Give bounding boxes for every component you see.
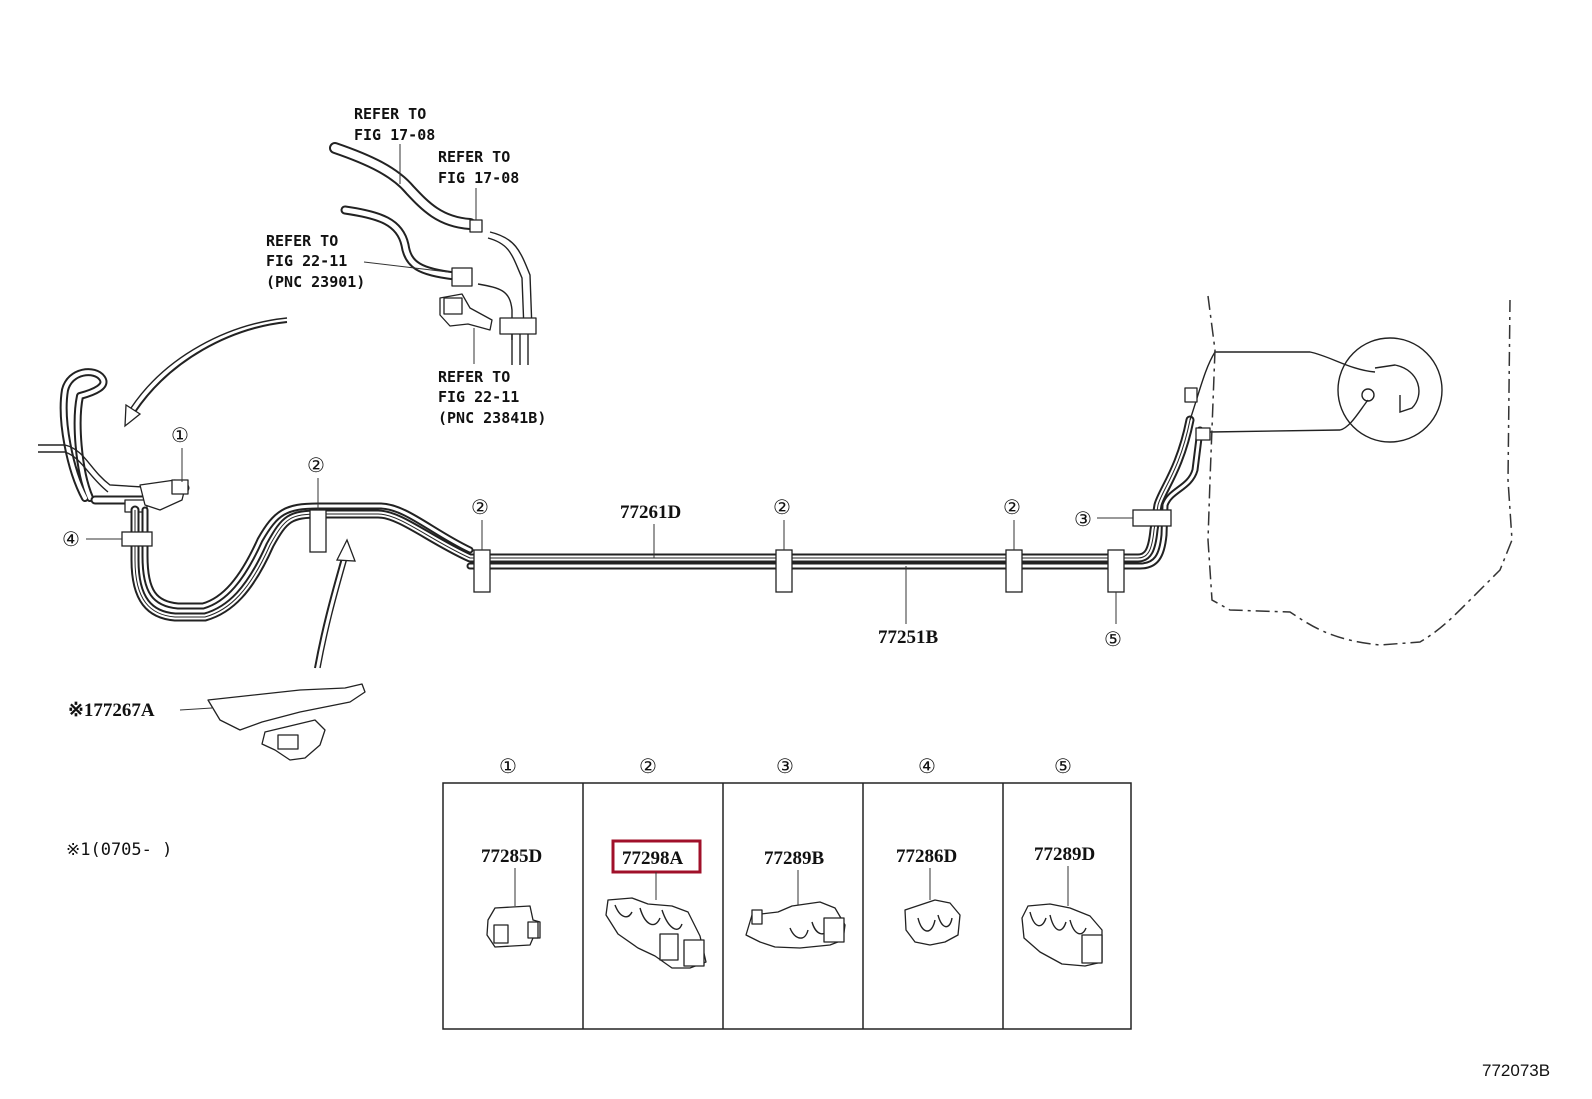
- clamp-2-icon: [775, 549, 793, 593]
- callout-3: ③: [1074, 509, 1092, 531]
- ref-label-fig17-a: REFER TO FIG 17-08: [354, 105, 435, 184]
- part-number-77285D[interactable]: 77285D: [481, 846, 542, 867]
- ref-label-fig17-b: REFER TO FIG 17-08: [438, 148, 519, 220]
- part-label-177267A: ※177267A: [68, 700, 155, 721]
- clamp-2-icon: [309, 509, 327, 553]
- clamp-2-icon: [473, 549, 491, 593]
- tube-callouts: ① ② ② ② ② ③ ④ ⑤: [62, 425, 1133, 651]
- callout-5: ⑤: [1104, 629, 1122, 651]
- ref-label-fig22-a: REFER TO FIG 22-11 (PNC 23901): [266, 232, 449, 291]
- callout-2: ②: [471, 497, 489, 519]
- callout-1: ①: [171, 425, 189, 447]
- arrow-icon: [124, 317, 288, 428]
- part-number-77286D[interactable]: 77286D: [896, 846, 957, 867]
- protector-part: ※177267A: [68, 683, 366, 761]
- clamp-2-icon: [1005, 549, 1023, 593]
- figure-id: 772073B: [1482, 1061, 1550, 1080]
- table-cell-2[interactable]: 77298A: [605, 839, 707, 969]
- ref-text-line: REFER TO: [354, 105, 426, 123]
- ref-text-line: REFER TO: [266, 232, 338, 250]
- hose-joint-icon: [469, 219, 483, 233]
- table-index-2: ②: [639, 756, 657, 778]
- part-number-77289B[interactable]: 77289B: [764, 848, 825, 869]
- table-index-1: ①: [499, 756, 517, 778]
- rear-wheel-outline: [1207, 295, 1513, 646]
- ref-text-line: FIG 22-11: [438, 388, 519, 406]
- ref-text-line: REFER TO: [438, 148, 510, 166]
- reference-hoses: [329, 142, 537, 365]
- tube-part-labels: 77261D 77251B: [620, 502, 939, 648]
- table-cell-4[interactable]: 77286D: [896, 846, 961, 946]
- table-index-5: ⑤: [1054, 756, 1072, 778]
- callout-2: ②: [1003, 497, 1021, 519]
- table-cell-3[interactable]: 77289B: [745, 848, 846, 949]
- ref-text-line: (PNC 23841B): [438, 409, 546, 427]
- left-pipe-assembly: [38, 368, 190, 513]
- table-cell-5[interactable]: 77289D: [1021, 844, 1103, 967]
- protector-icon: [207, 683, 366, 731]
- callout-2: ②: [307, 455, 325, 477]
- table-index-3: ③: [776, 756, 794, 778]
- part-number-77298A[interactable]: 77298A: [622, 848, 684, 869]
- ref-text-line: (PNC 23901): [266, 273, 365, 291]
- main-brake-tubes: [130, 351, 1376, 622]
- clamp-77286D-icon: [904, 899, 961, 946]
- callout-2: ②: [773, 497, 791, 519]
- ref-text-line: FIG 17-08: [354, 126, 435, 144]
- table-cell-1[interactable]: 77285D: [481, 846, 542, 948]
- hose-connector-icon: [451, 267, 473, 287]
- clamp-4-icon: [121, 531, 153, 547]
- note-text: ※1(0705- ): [66, 840, 172, 860]
- clamp-table: ① ② ③ ④ ⑤ 77285D 77298A 77289: [442, 756, 1132, 1030]
- clamp-3-icon: [1132, 509, 1172, 527]
- ref-text-line: REFER TO: [438, 368, 510, 386]
- part-number-77289D[interactable]: 77289D: [1034, 844, 1095, 865]
- part-label-77261D: 77261D: [620, 502, 681, 523]
- ref-label-fig22-b: REFER TO FIG 22-11 (PNC 23841B): [438, 328, 546, 427]
- hose-clip-icon: [499, 317, 537, 335]
- clamp-5-icon: [1107, 549, 1125, 593]
- ref-text-line: FIG 22-11: [266, 252, 347, 270]
- callout-4: ④: [62, 529, 80, 551]
- table-index-4: ④: [918, 756, 936, 778]
- part-label-77251B: 77251B: [878, 627, 939, 648]
- arrow-icon: [314, 538, 356, 669]
- ref-text-line: FIG 17-08: [438, 169, 519, 187]
